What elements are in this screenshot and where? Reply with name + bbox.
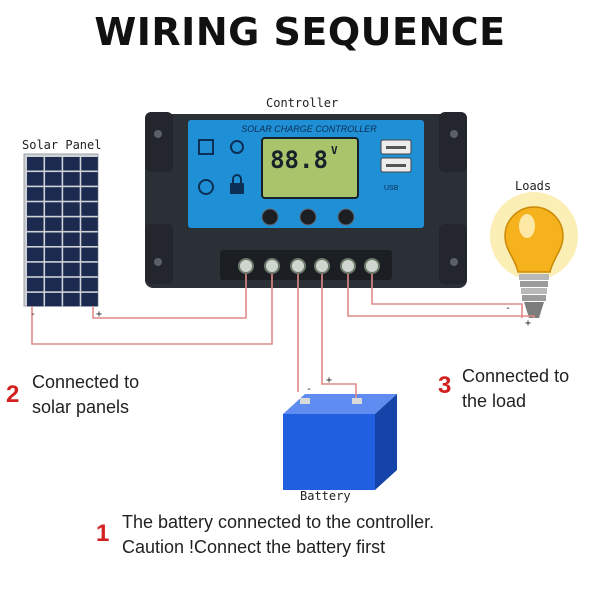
solar-cell: [45, 292, 62, 307]
solar-cell: [63, 157, 80, 171]
solar-cell: [45, 247, 62, 262]
solar-cell: [45, 277, 62, 292]
solar-cell: [81, 262, 98, 277]
solar-cell: [27, 247, 44, 262]
solar-cell: [45, 157, 62, 171]
load-negative-wire: [347, 274, 535, 318]
wires: [31, 274, 535, 398]
terminals: [238, 258, 380, 274]
load-positive-wire: [371, 274, 523, 318]
gear-icon: [230, 140, 244, 154]
step-1-number: 1: [96, 520, 110, 547]
solar-cell: [63, 172, 80, 186]
lock-icon: [230, 183, 244, 194]
battery-icon: [283, 394, 397, 490]
step-3-line-1: Connected to: [462, 366, 570, 386]
load-minus-mark: -: [505, 303, 512, 314]
load-plus-mark: +: [525, 318, 532, 329]
battery-label: Battery: [300, 489, 351, 503]
solar-cell: [27, 202, 44, 216]
solar-cell: [45, 232, 62, 246]
step-3-text: Connected to the load: [462, 364, 569, 414]
solar-cell: [27, 172, 44, 186]
solar-cell: [45, 172, 62, 186]
solar-cell: [63, 187, 80, 201]
lcd-display: [261, 137, 359, 199]
page-title: WIRING SEQUENCE: [94, 10, 506, 54]
step-3-line-2: the load: [462, 391, 527, 411]
step-1-line-2: Caution !Connect the battery first: [122, 537, 386, 557]
step-3-number: 3: [438, 372, 452, 399]
solar-cell: [81, 202, 98, 216]
step-1-line-1: The battery connected to the controller.: [122, 512, 435, 532]
solar-panel-label: Solar Panel: [22, 138, 102, 152]
solar-cell: [63, 202, 80, 216]
light-bulb-icon: [490, 192, 578, 318]
solar-cell: [27, 187, 44, 201]
menu-button[interactable]: [261, 208, 279, 226]
lcd-value: 88.8: [270, 146, 328, 174]
step-2-line-2: solar panels: [32, 397, 130, 417]
solar-cell: [27, 292, 44, 307]
solar-positive-wire: [92, 274, 247, 319]
battery-positive-wire: [321, 274, 357, 398]
solar-cell: [81, 157, 98, 171]
solar-cell: [45, 262, 62, 277]
lcd-unit: V: [331, 144, 338, 157]
solar-plus-mark: +: [96, 309, 103, 320]
solar-cell: [63, 232, 80, 246]
solar-cell: [27, 232, 44, 246]
battery-plus-mark: +: [326, 375, 333, 386]
solar-cell: [45, 187, 62, 201]
solar-cell: [27, 157, 44, 171]
solar-cell: [27, 217, 44, 231]
charge-controller: USB: [145, 112, 467, 288]
solar-cell: [63, 277, 80, 292]
solar-cell: [27, 262, 44, 277]
solar-cell: [81, 172, 98, 186]
solar-cell: [81, 187, 98, 201]
loads-label: Loads: [515, 179, 552, 193]
solar-cell: [63, 292, 80, 307]
step-2-text: Connected to solar panels: [32, 370, 139, 420]
solar-cell: [45, 217, 62, 231]
step-2-line-1: Connected to: [32, 372, 140, 392]
pv-icon: [198, 139, 214, 155]
solar-cell: [45, 202, 62, 216]
battery-minus-mark: -: [306, 384, 313, 395]
solar-cell: [63, 217, 80, 231]
solar-cell: [81, 232, 98, 246]
solar-cell: [81, 217, 98, 231]
controller-brand-text: SOLAR CHARGE CONTROLLER: [241, 124, 377, 134]
adjust-button[interactable]: [337, 208, 355, 226]
controller-label: Controller: [266, 96, 339, 110]
set-button[interactable]: [299, 208, 317, 226]
solar-cell: [27, 277, 44, 292]
step-1-text: The battery connected to the controller.…: [122, 510, 434, 560]
solar-cell: [63, 262, 80, 277]
step-2-number: 2: [6, 381, 20, 408]
solar-panel: [23, 153, 99, 307]
solar-cell: [81, 247, 98, 262]
solar-minus-mark: -: [30, 309, 37, 320]
solar-cell: [63, 247, 80, 262]
solar-cell: [81, 292, 98, 307]
svg-text:USB: USB: [384, 185, 399, 192]
solar-cell: [81, 277, 98, 292]
solar-negative-wire: [31, 274, 273, 345]
clock-icon: [198, 179, 214, 195]
